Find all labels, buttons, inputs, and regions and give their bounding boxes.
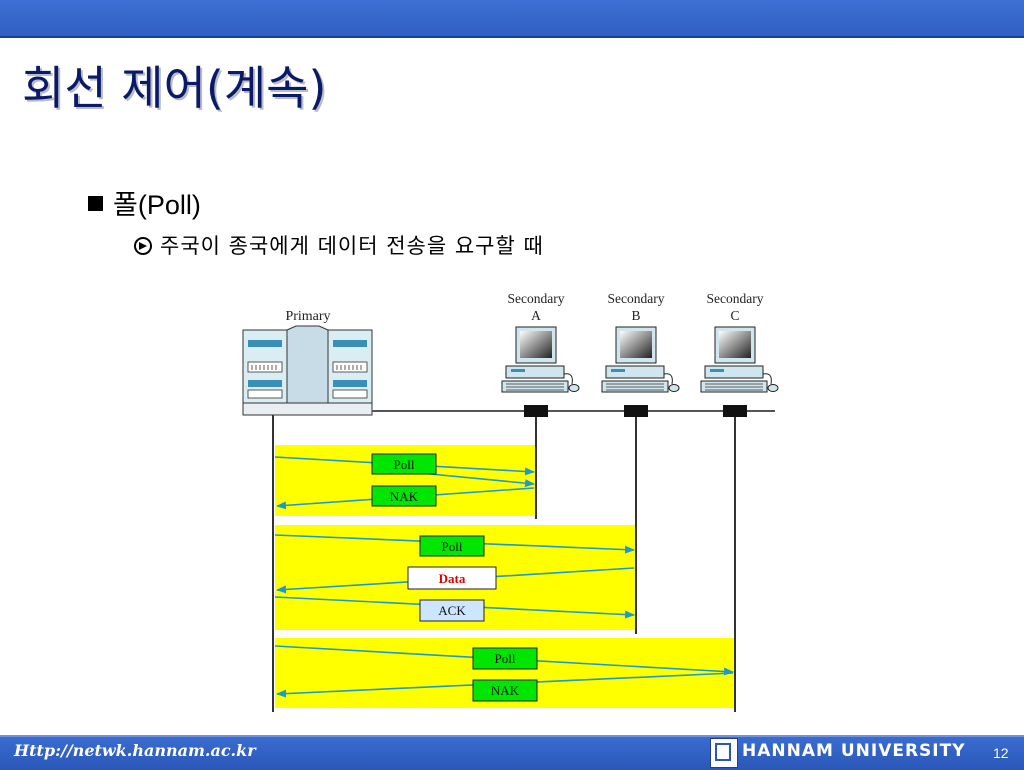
frame-ack-b bbox=[419, 599, 485, 622]
bottom-bar bbox=[0, 735, 1024, 770]
frame-nak-a bbox=[371, 485, 437, 507]
secondary-a-label: Secondary bbox=[508, 291, 565, 306]
arrow-poll-to-a-ext bbox=[419, 472, 535, 488]
footer-url: Http://netwk.hannam.ac.kr bbox=[14, 741, 256, 760]
frame-data-b bbox=[407, 566, 497, 590]
secondary-b-label: Secondary bbox=[608, 291, 665, 306]
bullet-level2-text: 주국이 종국에게 데이터 전송을 요구할 때 bbox=[160, 234, 544, 258]
frame-poll-a-label: Poll bbox=[394, 457, 415, 472]
secondary-c-computer-icon bbox=[700, 326, 779, 417]
page-number: 12 bbox=[993, 745, 1009, 761]
secondary-c-letter: C bbox=[730, 308, 739, 323]
frame-poll-b-label: Poll bbox=[442, 539, 463, 554]
secondary-c-label: Secondary bbox=[707, 291, 764, 306]
frame-ack-b-label: ACK bbox=[438, 603, 466, 618]
secondary-a-letter: A bbox=[531, 308, 541, 323]
secondary-a-computer-icon bbox=[501, 326, 580, 417]
secondary-b-letter: B bbox=[631, 308, 640, 323]
top-bar bbox=[0, 0, 1024, 38]
square-bullet-icon bbox=[88, 196, 103, 211]
circle-arrow-icon bbox=[134, 237, 152, 255]
bullet-level2: 주국이 종국에게 데이터 전송을 요구할 때 bbox=[134, 230, 544, 260]
slide-title: 회선 제어(계속) bbox=[22, 61, 327, 115]
frame-poll-c-label: Poll bbox=[495, 651, 516, 666]
bullet-level1-text: 폴(Poll) bbox=[113, 190, 201, 220]
university-logo-icon bbox=[710, 738, 738, 768]
primary-label: Primary bbox=[285, 309, 330, 324]
primary-mainframe-icon bbox=[242, 325, 373, 416]
frame-nak-c bbox=[472, 679, 538, 702]
frame-poll-a bbox=[371, 453, 437, 475]
frame-poll-b bbox=[419, 535, 485, 557]
footer-university: HANNAM UNIVERSITY bbox=[742, 741, 966, 761]
frame-data-b-label: Data bbox=[439, 571, 466, 586]
bullet-level1: 폴(Poll) bbox=[88, 183, 201, 222]
frame-nak-c-label: NAK bbox=[491, 683, 520, 698]
frame-nak-a-label: NAK bbox=[390, 489, 419, 504]
secondary-b-computer-icon bbox=[601, 326, 680, 417]
frame-poll-c bbox=[472, 647, 538, 670]
